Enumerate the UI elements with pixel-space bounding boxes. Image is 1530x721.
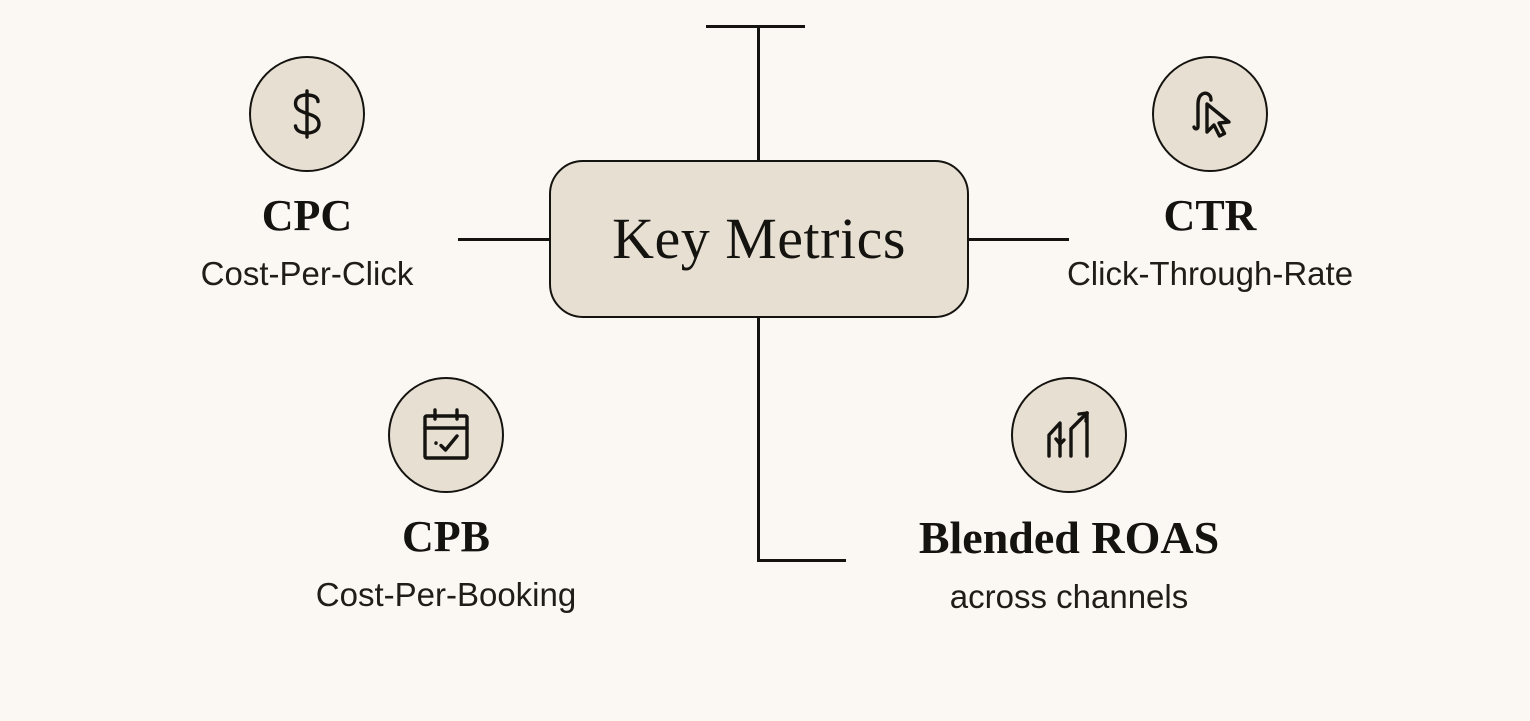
growth-arrows-icon (1011, 377, 1127, 493)
metric-subtitle-ctr: Click-Through-Rate (1066, 255, 1354, 292)
calendar-check-icon (388, 377, 504, 493)
connector-bottom-elbow (757, 559, 846, 562)
center-node: Key Metrics (549, 160, 969, 318)
metric-title-cpc: CPC (261, 191, 353, 240)
metric-node-ctr: CTR Click-Through-Rate (1000, 56, 1420, 290)
metric-node-cpc: CPC Cost-Per-Click (97, 56, 517, 290)
cursor-click-icon (1152, 56, 1268, 172)
center-node-label: Key Metrics (612, 206, 906, 271)
metric-subtitle-cpb: Cost-Per-Booking (315, 576, 577, 613)
metric-node-roas: Blended ROAS across channels (859, 377, 1279, 613)
metric-node-cpb: CPB Cost-Per-Booking (236, 377, 656, 611)
connector-top-cap (706, 25, 805, 28)
connector-top-stem (757, 25, 760, 162)
connector-left-arm (458, 238, 553, 241)
metric-title-roas: Blended ROAS (918, 512, 1220, 563)
metric-title-cpb: CPB (402, 512, 490, 561)
metric-title-ctr: CTR (1163, 191, 1257, 240)
metric-subtitle-cpc: Cost-Per-Click (200, 255, 414, 292)
metric-subtitle-roas: across channels (949, 578, 1189, 615)
connector-right-arm (966, 238, 1069, 241)
connector-bottom-stem (757, 318, 760, 562)
dollar-sign-icon (249, 56, 365, 172)
